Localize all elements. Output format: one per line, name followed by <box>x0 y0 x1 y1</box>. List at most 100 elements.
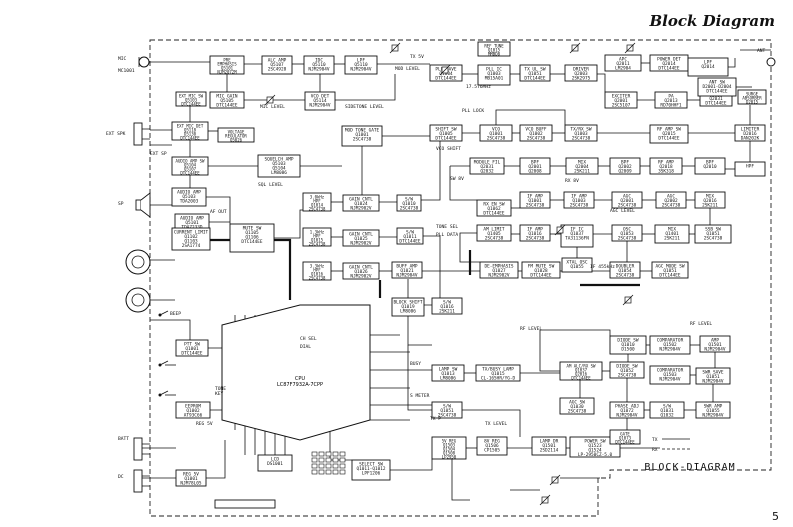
note-key: KEY <box>215 391 224 397</box>
block-label: Q1052 <box>620 368 634 374</box>
block-label: BUFF AMP <box>396 264 418 270</box>
block-label: Q1028 <box>534 268 548 274</box>
block-label: EXCITER <box>612 94 631 100</box>
block-label: Q1037 <box>575 367 588 372</box>
block-label: Q1105 <box>245 230 259 236</box>
block-label: DTC144EE <box>180 135 200 140</box>
block-label: S/W <box>443 404 451 410</box>
block-label: GAIN CNTL <box>349 197 373 203</box>
block-label: 2SC4738 <box>704 236 723 242</box>
block-label: Q1001 <box>185 346 199 352</box>
block-label: Q1003 <box>572 198 586 204</box>
block-label: Q5110 <box>312 62 326 68</box>
note-beep: BEEP <box>170 311 181 317</box>
note-tx-level: TX LEVEL <box>485 421 507 427</box>
block-label: NJM2904V <box>659 347 681 353</box>
block-label: 2SC4738 <box>527 136 546 142</box>
note-ext-spk: EXT SPK <box>106 131 126 137</box>
block-label: VCO DET <box>311 94 330 100</box>
block-label: IF AMP <box>527 227 543 233</box>
dc-connector-icon <box>133 469 150 493</box>
block-label: TX/RX SW <box>570 127 592 133</box>
block-label: Q1003 <box>574 131 588 137</box>
block-label: PTT SW <box>184 342 200 348</box>
block-label: Q1005 <box>439 131 453 137</box>
block-label: LM8086 <box>440 376 456 382</box>
block-label: IF AMP <box>571 194 587 200</box>
block-label: GAIN CNTL <box>349 265 373 271</box>
block-label: Q1401 <box>665 231 679 237</box>
block-label: 2SC4738 <box>309 241 326 246</box>
block-label: NJM2072M <box>217 69 237 74</box>
block-label: D1500 <box>621 347 635 353</box>
trimmer-icon <box>539 494 551 506</box>
block-label: LIMITER <box>741 127 760 133</box>
block-label: AM LIMIT <box>483 227 505 233</box>
block-label: Q1016 <box>528 231 542 237</box>
block-label: CL-165HR/YG-D <box>481 376 516 382</box>
block-label: S/W <box>443 300 451 306</box>
block-label: AM ALC/RX SW <box>567 363 596 368</box>
block-label: D5130 <box>184 131 197 136</box>
block-label: SHIFT SW <box>435 127 457 133</box>
block-label: Q1051 <box>706 231 720 237</box>
block-label: Q1073 <box>619 435 632 440</box>
block-label: PHASE ADJ <box>615 404 639 410</box>
trimmer-icon <box>622 294 634 306</box>
block-label: AGC MODE SW <box>655 264 684 270</box>
block-label: ANT SW <box>709 80 725 86</box>
block-label: Q2001 <box>614 98 628 104</box>
microphone-icon <box>138 56 150 68</box>
switch-icon <box>158 310 169 317</box>
block-label: Q2004 <box>575 164 589 170</box>
block-label: MUTE SW <box>243 226 262 232</box>
block-label: Q1053 <box>620 231 634 237</box>
note-mic: MIC <box>118 56 127 62</box>
block-label: NJM78L05 <box>180 481 202 487</box>
block-label: OSC <box>623 227 631 233</box>
block-label: 2SK211 <box>702 203 718 209</box>
block-label: Q2010 <box>703 164 717 170</box>
block-label: 2SC4738 <box>526 236 545 242</box>
block-label: Q1501 <box>708 342 722 348</box>
block-label: DTC144EE <box>658 136 680 142</box>
connector-icon <box>214 499 276 509</box>
note-batt: BATT <box>118 436 129 442</box>
block-label: NJM2902V <box>488 273 510 279</box>
note-sp: SP <box>118 201 124 207</box>
block-label: Q1054 <box>618 268 632 274</box>
block-label: 2SC4738 <box>487 136 506 142</box>
block-label: S/W <box>663 404 671 410</box>
block-label: Q1015 <box>488 47 501 52</box>
block-label: 8V REG <box>484 439 500 445</box>
block-label: 2SK2975 <box>572 76 591 82</box>
note-mic-no: MC1001 <box>118 68 135 74</box>
block-label: Q1003 <box>487 71 501 77</box>
block-label: S/W <box>406 230 414 236</box>
